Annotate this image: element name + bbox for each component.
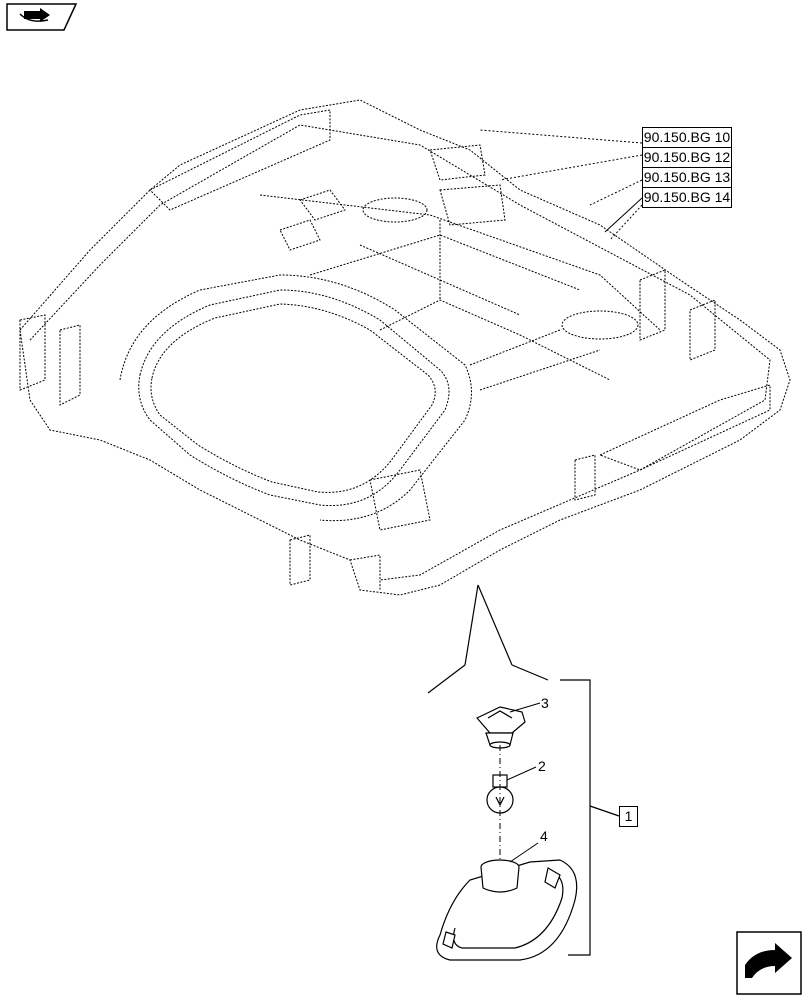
next-page-arrow-icon[interactable] [736,931,802,995]
callout-3-leader [509,702,541,713]
book-arrow-icon[interactable] [6,3,78,31]
callout-3: 3 [541,695,549,711]
lamp-socket [476,706,526,749]
lamp-housing [436,859,578,961]
callout-4: 4 [540,828,548,844]
reference-box-1[interactable]: 90.150.BG 10 [642,127,732,148]
item-bracket [560,679,620,956]
reference-box-3[interactable]: 90.150.BG 13 [642,167,732,188]
cab-roof-illustration [19,99,791,596]
reference-leaders [479,129,643,241]
callout-2: 2 [538,758,546,774]
reference-leader-solid [604,197,643,233]
callout-4-leader [509,842,539,863]
reference-box-4[interactable]: 90.150.BG 14 [642,187,732,208]
callout-2-leader [506,766,537,781]
item-number-box: 1 [619,806,638,827]
reference-box-2[interactable]: 90.150.BG 12 [642,147,732,168]
detail-pointer [427,584,549,694]
